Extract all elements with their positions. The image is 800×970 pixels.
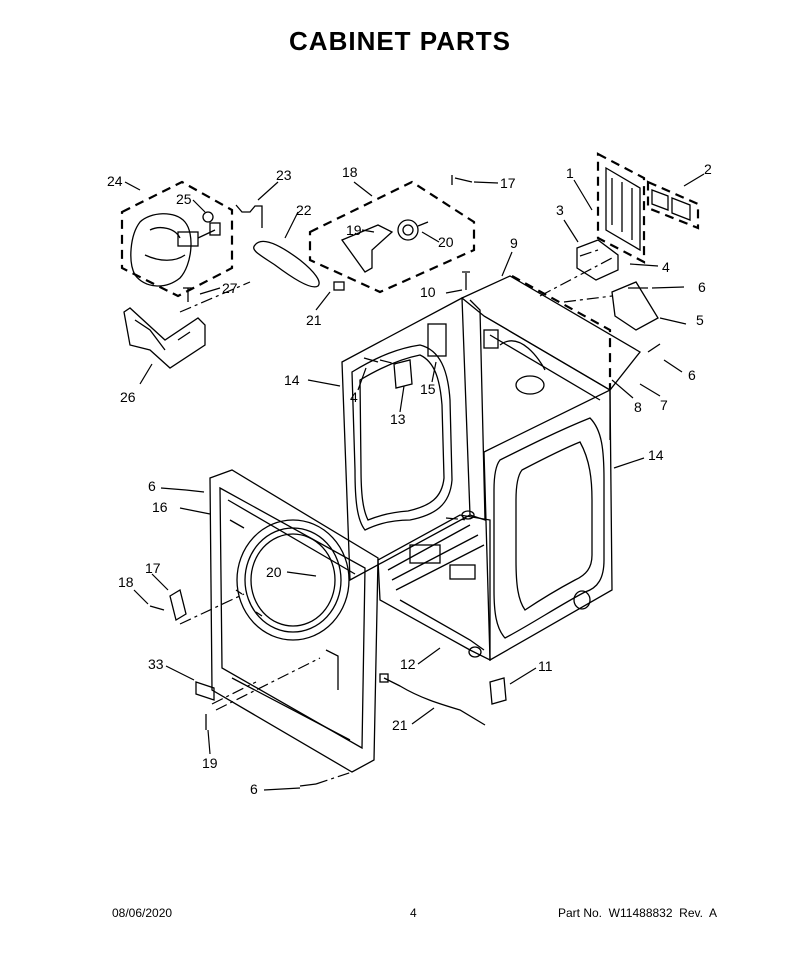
callout-4-right: 4 (662, 259, 670, 275)
callout-18: 18 (118, 574, 134, 590)
screw-6-top (185, 489, 205, 493)
drive-belt (253, 240, 320, 288)
footer-page-number: 4 (410, 906, 417, 920)
callout-30: 25 (176, 191, 192, 207)
callout-10: 10 (420, 284, 436, 300)
callout-12: 12 (400, 656, 416, 672)
callout-4-left: 4 (350, 389, 358, 405)
callout-26: 21 (306, 312, 322, 328)
callout-14-right: 14 (648, 447, 664, 463)
leader-line (379, 359, 397, 365)
rear-panel (460, 275, 641, 521)
motor-assembly (130, 213, 221, 287)
terminal-block-parts (576, 166, 691, 281)
screw-6-right-2 (647, 343, 661, 353)
callout-6-front-top: 6 (148, 478, 156, 494)
callout-1: 1 (566, 165, 574, 181)
footer-date: 08/06/2020 (112, 906, 173, 920)
callout-22: 17 (500, 175, 516, 191)
callout-25: 20 (438, 234, 454, 250)
callout-11: 11 (538, 658, 553, 674)
filter-button (195, 681, 215, 701)
leader-line (215, 657, 321, 711)
callout-20: 20 (266, 564, 282, 580)
door-strike (169, 588, 187, 622)
callout-8: 8 (634, 399, 642, 415)
leader-line (179, 593, 245, 625)
callout-9: 9 (510, 235, 518, 251)
motor-mount (123, 307, 206, 369)
callout-17: 17 (145, 560, 161, 576)
group-outline-1 (596, 152, 646, 264)
callout-2: 2 (704, 161, 712, 177)
callout-27: 22 (296, 202, 312, 218)
callout-labels: 24 25 23 22 18 17 19 20 21 27 26 1 2 3 9… (107, 161, 712, 797)
callout-33: 33 (148, 656, 164, 672)
callout-13: 13 (390, 411, 406, 427)
callout-21: 21 (392, 717, 408, 733)
leader-line (179, 281, 251, 313)
leader-line (563, 295, 613, 303)
screw-22 (451, 175, 473, 185)
belt-clip (235, 204, 263, 228)
screw-10 (462, 271, 470, 290)
callout-19: 19 (202, 755, 218, 771)
callout-6-right-2: 6 (688, 367, 696, 383)
footer-part-number: Part No. W11488832 Rev. A (558, 906, 717, 920)
page-title: CABINET PARTS (289, 26, 511, 56)
callout-6-right-1: 6 (698, 279, 706, 295)
callout-29: 24 (107, 173, 123, 189)
idler-assembly (340, 219, 429, 273)
right-side-panel (483, 388, 613, 662)
leader-line (445, 517, 469, 521)
wire-harness (383, 677, 486, 726)
callout-31: 26 (120, 389, 136, 405)
spring (333, 281, 345, 291)
front-panel (209, 469, 379, 773)
screw-4-left (363, 357, 379, 363)
callout-28: 23 (276, 167, 292, 183)
callout-15: 15 (420, 381, 436, 397)
callout-16: 16 (152, 499, 168, 515)
bracket-5 (611, 281, 659, 331)
leader-line (315, 771, 353, 785)
group-outline-29 (120, 180, 234, 298)
callout-7: 7 (660, 397, 668, 413)
callout-5: 5 (696, 312, 704, 328)
harness-plug (379, 673, 389, 683)
group-outline-23 (308, 180, 476, 294)
screw-6-bottom (299, 783, 317, 787)
leader-line (211, 681, 257, 705)
hinge-13 (393, 359, 413, 389)
leader-line (539, 249, 613, 297)
group-outline-2 (646, 180, 700, 230)
group-outline-back (511, 275, 612, 390)
callout-32: 27 (222, 280, 238, 296)
callout-6-front-bottom: 6 (250, 781, 258, 797)
left-side-panel (341, 296, 471, 582)
motor-pulley (202, 211, 214, 223)
callout-23: 18 (342, 164, 358, 180)
screw-18 (149, 605, 165, 611)
callout-3: 3 (556, 202, 564, 218)
leveling-foot (489, 677, 507, 705)
callout-24: 19 (346, 222, 362, 238)
base-pan (377, 510, 491, 662)
callout-14-left: 14 (284, 372, 300, 388)
